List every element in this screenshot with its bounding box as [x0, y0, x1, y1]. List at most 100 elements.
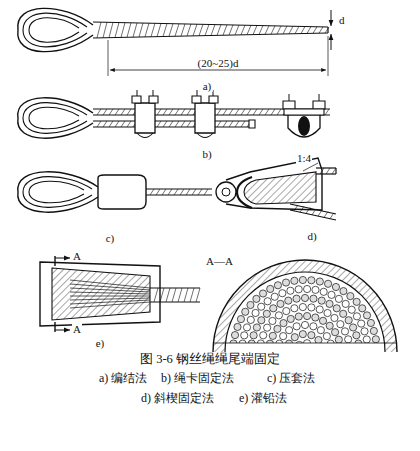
loaded-rope	[290, 210, 336, 220]
figure-caption: 图 3-6 钢丝绳绳尾端固定	[139, 353, 281, 367]
rope	[190, 288, 194, 302]
rope-tail	[115, 121, 119, 127]
main-rope	[235, 109, 239, 115]
loaded-rope	[324, 211, 328, 217]
rope-tail	[127, 121, 131, 127]
main-rope	[157, 109, 161, 115]
figure-label: A	[72, 323, 82, 335]
rope	[178, 288, 182, 302]
spliced-rope	[169, 24, 173, 37]
spliced-rope	[115, 22, 119, 37]
rope-tail	[157, 121, 161, 127]
main-rope	[175, 109, 179, 115]
spliced-rope	[295, 26, 299, 33]
wire-strand	[70, 296, 150, 297]
figure-label: c)	[105, 232, 116, 244]
rope	[186, 189, 190, 195]
spliced-rope	[229, 25, 233, 35]
sub-caption: e) 灌铅法	[238, 392, 288, 405]
wire-strand	[70, 288, 150, 292]
rope-tail	[163, 121, 167, 127]
clamp-bolt	[197, 90, 198, 96]
rope-tail	[316, 167, 336, 168]
rope-tail	[320, 168, 324, 174]
rope	[192, 189, 196, 195]
rope-tail	[229, 121, 233, 127]
main-rope	[181, 109, 185, 115]
main-rope	[247, 109, 251, 115]
figure-label: e)	[95, 337, 106, 349]
rope	[150, 287, 200, 288]
dimension-line	[331, 10, 332, 26]
wire-strand	[70, 300, 150, 304]
spliced-rope	[187, 24, 191, 36]
rope-tail	[326, 168, 330, 174]
main-rope	[241, 109, 245, 115]
tail-wrap	[249, 120, 255, 128]
figure-label: 1:4	[296, 152, 312, 164]
spliced-rope	[121, 23, 125, 38]
main-rope	[163, 109, 167, 115]
sub-caption: c) 压套法	[266, 372, 316, 385]
spliced-rope	[319, 27, 323, 33]
figure-label: d)	[306, 230, 317, 242]
spliced-rope	[103, 22, 107, 38]
rope	[168, 189, 172, 195]
section-arrow	[55, 258, 70, 259]
rope	[156, 189, 160, 195]
clamp-bolt	[319, 94, 320, 101]
rope	[150, 189, 154, 195]
rope-tail	[103, 121, 107, 127]
figure-label: A—A	[205, 255, 234, 267]
main-rope	[121, 109, 125, 115]
u-bolt	[197, 133, 213, 138]
socket-wall-hatch	[213, 260, 397, 352]
extension-line	[328, 36, 329, 76]
rope-tail	[169, 121, 173, 127]
thimble-loop	[29, 18, 79, 43]
spliced-rope	[193, 24, 197, 36]
thimble-loop	[18, 8, 93, 51]
rope-tail	[241, 121, 245, 127]
rope-tail	[109, 121, 113, 127]
rope-tail	[97, 121, 101, 127]
thimble-loop	[23, 13, 87, 47]
thimble-loop	[23, 177, 92, 208]
clamp-saddle	[195, 103, 215, 133]
extension-line	[108, 40, 109, 76]
spliced-rope	[289, 26, 293, 34]
main-rope	[187, 109, 191, 115]
main-rope	[265, 109, 269, 115]
rope	[180, 189, 184, 195]
spliced-rope	[151, 23, 155, 37]
clamp-bolt	[289, 94, 290, 101]
rope	[154, 288, 158, 302]
main-rope	[271, 109, 275, 115]
rope-tail	[181, 121, 185, 127]
spliced-rope	[109, 22, 113, 37]
spliced-rope	[235, 25, 239, 35]
main-rope	[127, 109, 131, 115]
rope	[146, 188, 212, 189]
main-rope	[103, 109, 107, 115]
rope-end	[335, 168, 336, 174]
rope-tail	[235, 121, 239, 127]
loaded-rope	[330, 213, 334, 219]
clamp-nut	[283, 101, 325, 109]
wire-strand	[70, 292, 150, 294]
figure-label: (20~25)d	[197, 57, 240, 69]
socket-body	[40, 262, 160, 326]
rope	[160, 288, 164, 302]
clamp-bolt	[137, 90, 138, 96]
clamp-nut	[192, 96, 218, 103]
thimble-loop	[18, 98, 93, 138]
clamp-bar	[284, 109, 324, 115]
rope	[174, 189, 178, 195]
clamp-bolt	[153, 90, 154, 96]
clamp-saddle	[135, 103, 155, 133]
loaded-rope	[306, 207, 310, 213]
main-rope	[223, 109, 227, 115]
wedge-socket-body	[226, 158, 322, 210]
wire-strand	[70, 298, 150, 300]
rope	[166, 288, 170, 302]
